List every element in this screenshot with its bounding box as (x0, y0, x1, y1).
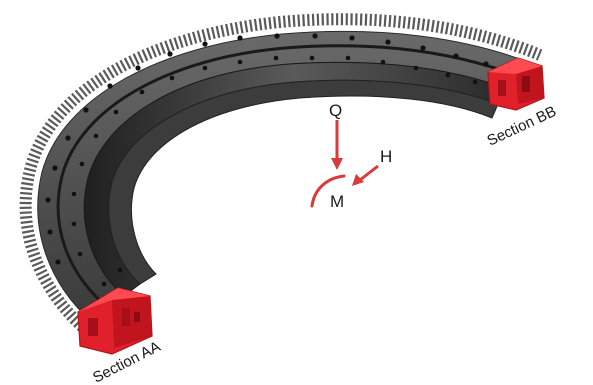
force-h-arrow (352, 164, 379, 186)
section-bb-block (487, 57, 545, 111)
bolt-holes (45, 33, 489, 287)
label-q: Q (329, 101, 342, 120)
label-h: H (380, 147, 392, 166)
label-m: M (330, 192, 344, 211)
section-aa-block (77, 287, 153, 355)
gear-teeth (19, 13, 543, 335)
moment-m-arc (310, 174, 346, 208)
ring-groove (56, 44, 519, 310)
force-q-arrow (331, 120, 343, 170)
